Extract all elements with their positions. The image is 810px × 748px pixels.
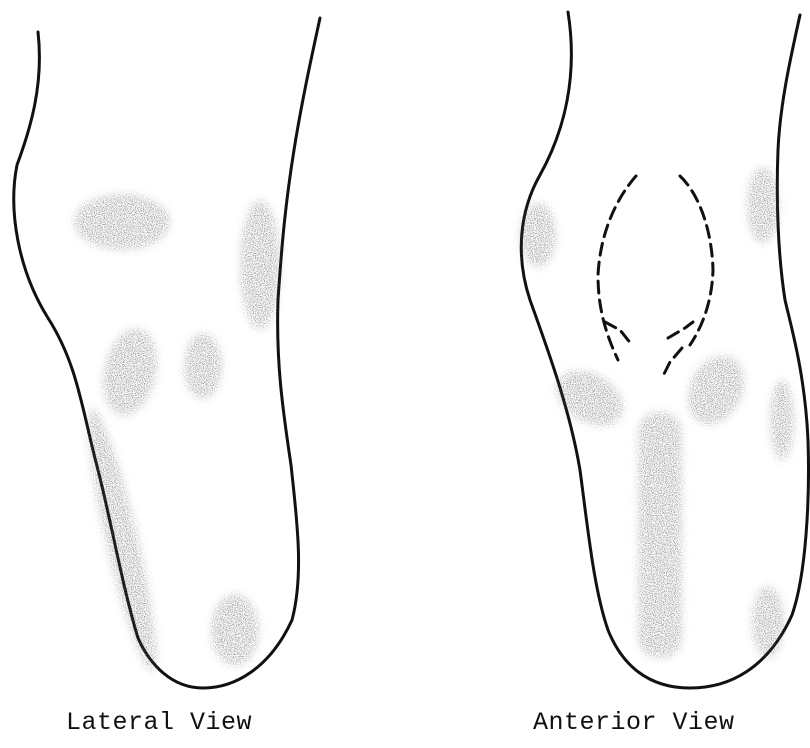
lateral-view-caption: Lateral View [66,708,252,737]
lateral-pressure-area-bottom [211,594,259,666]
patella-dashed-outline [598,176,713,374]
anterior-pressure-area-lower-right [677,346,755,433]
anterior-pressure-area-lower-left [547,359,633,437]
anterior-pressure-area-right-edge-lower [752,586,784,658]
lateral-stump-outline [14,18,320,688]
anterior-pressure-area-right-edge-upper [747,167,779,243]
lateral-pressure-area-upper-left [74,194,170,250]
anterior-view-caption: Anterior View [533,708,735,737]
lateral-pressure-area-right-edge [240,200,280,330]
anterior-pressure-area-right-edge-middle [770,380,794,460]
anterior-pressure-area-tibial-crest [638,412,682,658]
anterior-pressure-area-left-edge [520,203,556,267]
lateral-pressure-area-middle-left [95,324,164,421]
lateral-pressure-area-left-edge [76,405,168,675]
lateral-view-panel [14,18,320,688]
anterior-view-panel [520,12,808,688]
lateral-pressure-area-middle-right [184,333,222,399]
